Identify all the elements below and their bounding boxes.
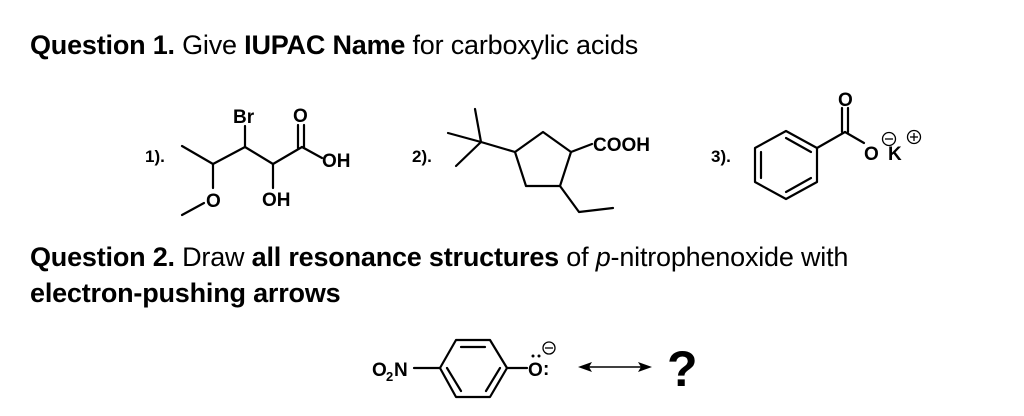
nitro-oxygen-label: O — [372, 360, 387, 381]
carboxyl-group-label: COOH — [593, 135, 650, 156]
negative-charge-icon — [542, 341, 556, 355]
item-number-3: 3). — [711, 147, 731, 166]
question-2-label: Question 2. — [30, 242, 175, 272]
positive-charge-icon — [906, 129, 922, 145]
resonance-arrow-icon — [578, 362, 652, 372]
bromine-label: Br — [233, 107, 255, 128]
item-number-1: 1). — [145, 147, 165, 166]
acid-hydroxyl-label: OH — [322, 151, 351, 172]
ether-oxygen-label: O — [206, 191, 221, 212]
carbonyl-oxygen-label: O — [838, 90, 853, 111]
question-1-title: Question 1. Give IUPAC Name for carboxyl… — [30, 30, 639, 60]
question-1-label: Question 1. — [30, 30, 175, 60]
molecule-1: 1). Br O OH OH O — [145, 106, 351, 217]
nitro-nitrogen-label: N — [394, 360, 408, 381]
question-2-title-line-2: electron-pushing arrows — [30, 276, 341, 310]
alcohol-hydroxyl-label: OH — [262, 190, 291, 211]
phenoxide-oxygen-label: O — [528, 360, 543, 381]
item-number-2: 2). — [412, 147, 432, 166]
carbonyl-oxygen-label: O — [293, 106, 308, 127]
potassium-label: K — [888, 144, 902, 165]
question-2-title: Question 2. Draw all resonance structure… — [30, 242, 849, 272]
question-2-emphasis-1: all resonance structures — [251, 242, 560, 272]
nitro-subscript: 2 — [386, 369, 393, 384]
question-2-emphasis-2: electron-pushing arrows — [30, 278, 341, 308]
carboxylate-oxygen-label: O — [864, 144, 879, 165]
lone-pair: : — [543, 359, 549, 380]
molecule-2: 2). COOH — [412, 107, 650, 214]
negative-charge-icon — [881, 131, 897, 147]
molecule-3: 3). O O K — [711, 90, 922, 201]
question-1-emphasis: IUPAC Name — [244, 30, 406, 60]
unknown-structure-question-mark: ? — [667, 341, 698, 397]
p-nitrophenoxide: O 2 N O : ? — [372, 338, 698, 399]
